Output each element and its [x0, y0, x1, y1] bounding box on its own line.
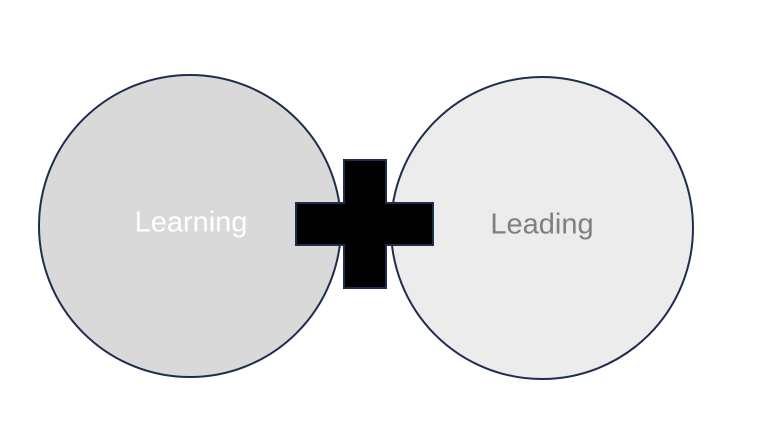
left-circle-label: Learning: [135, 207, 248, 239]
right-circle-label: Leading: [490, 209, 593, 241]
right-circle-group: Leading: [390, 76, 694, 380]
plus-icon: [295, 159, 434, 289]
